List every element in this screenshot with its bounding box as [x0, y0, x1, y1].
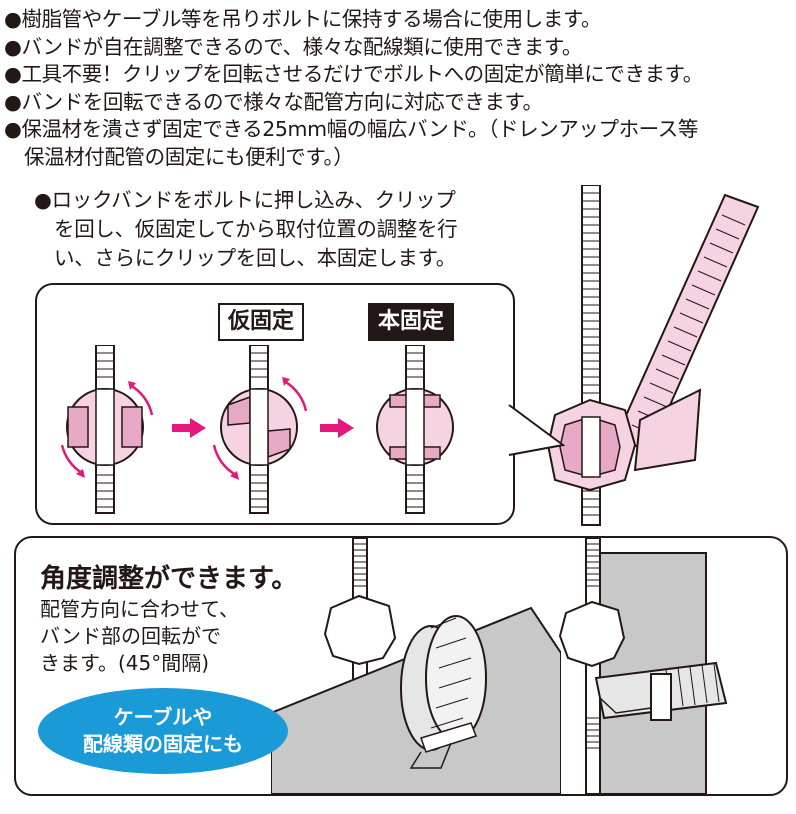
vertical-pipe-illustration	[558, 538, 728, 794]
badge-line: 配線類の固定にも	[83, 732, 243, 756]
badge-line: ケーブルや	[113, 705, 213, 729]
instruction-line: ●ロックバンドをボルトに押し込み、クリップ	[34, 188, 456, 212]
description-line: きます。(45°間隔)	[40, 651, 210, 675]
arrow-right-icon	[172, 418, 206, 438]
feature-item: ●バンドが自在調整できるので、様々な配線類に使用できます。	[4, 34, 583, 59]
step3-clip-diagram	[376, 345, 454, 514]
feature-item-continuation: 保温材付配管の固定にも便利です。）	[24, 144, 354, 169]
instruction-line: を回し、仮固定してから取付位置の調整を行	[54, 217, 458, 241]
angle-adjust-description: 配管方向に合わせて、 バンド部の回転がで きます。(45°間隔)	[40, 596, 239, 677]
angle-adjust-panel: 角度調整ができます。 配管方向に合わせて、 バンド部の回転がで きます。(45°…	[14, 536, 788, 796]
step2-clip-diagram	[212, 345, 308, 514]
feature-item: ●バンドを回転できるので様々な配管方向に対応できます。	[4, 89, 543, 114]
feature-item: ●樹脂管やケーブル等を吊りボルトに保持する場合に使用します。	[4, 7, 602, 31]
cable-use-badge: ケーブルや 配線類の固定にも	[38, 688, 288, 774]
callout-pointer	[508, 404, 566, 456]
final-fix-label: 本固定	[368, 303, 455, 341]
install-instructions: ●ロックバンドをボルトに押し込み、クリップ を回し、仮固定してから取付位置の調整…	[34, 186, 504, 273]
instruction-line: い、さらにクリップを回し、本固定します。	[54, 246, 456, 270]
feature-list: ●樹脂管やケーブル等を吊りボルトに保持する場合に使用します。 ●バンドが自在調整…	[4, 6, 794, 171]
lockband-product-illustration	[546, 185, 760, 526]
step1-clip-diagram	[60, 345, 154, 514]
arrow-right-icon	[320, 418, 354, 438]
angle-adjust-title: 角度調整ができます。	[40, 564, 298, 594]
description-line: 配管方向に合わせて、	[40, 597, 239, 621]
horizontal-pipe-illustration	[271, 538, 561, 794]
feature-item: ●工具不要！クリップを回転させるだけでボルトへの固定が簡単にできます。	[4, 62, 703, 86]
feature-item: ●保温材を潰さず固定できる25mm幅の幅広バンド。（ドレンアップホース等	[4, 117, 698, 141]
description-line: バンド部の回転がで	[40, 624, 221, 648]
temporary-fix-label: 仮固定	[218, 303, 305, 341]
